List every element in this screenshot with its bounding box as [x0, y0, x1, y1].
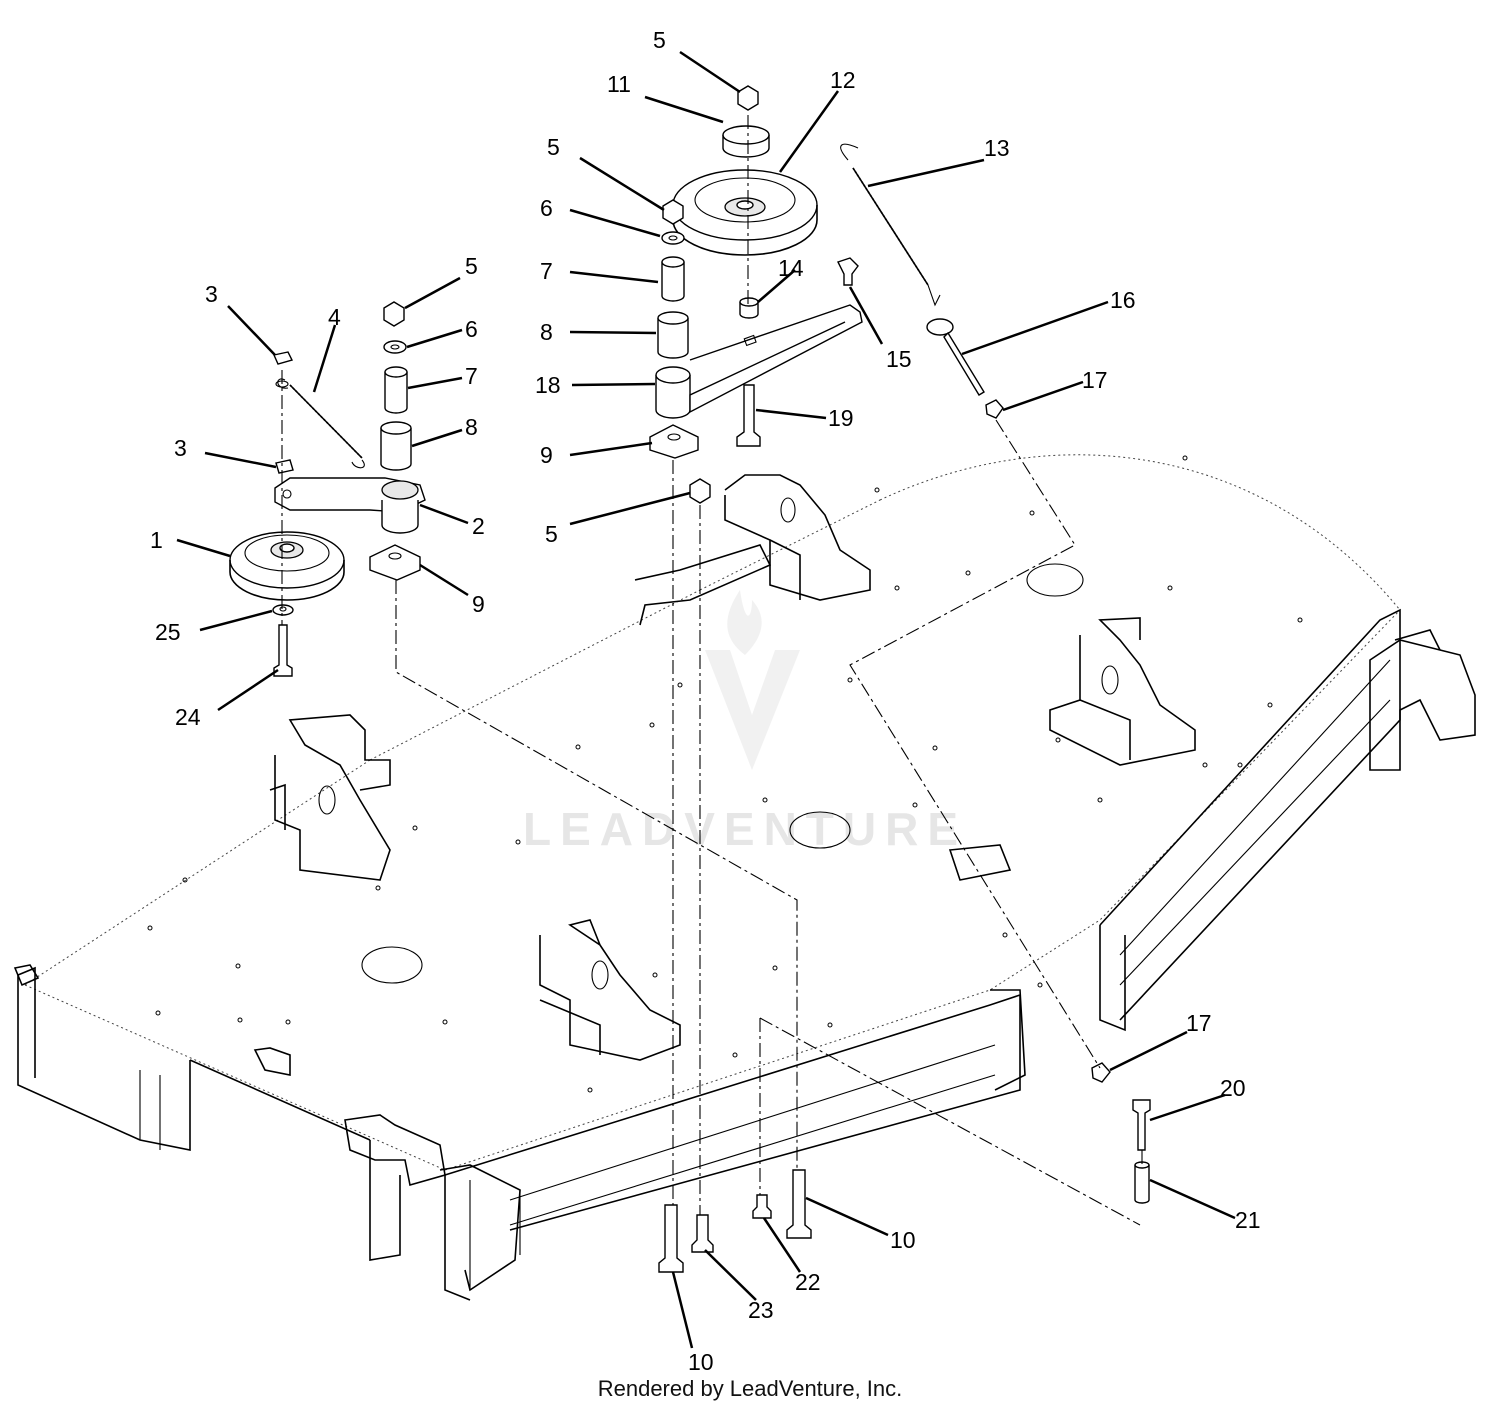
callout-21: 21	[1235, 1207, 1261, 1233]
callout-16: 16	[1110, 287, 1136, 313]
watermark-text: LEADVENTURE	[523, 803, 967, 855]
part-9-square-washer-left	[369, 544, 421, 581]
callout-7-center-stack: 7	[540, 258, 553, 284]
callout-10-left: 10	[688, 1349, 714, 1375]
part-7-spacer-left-stack	[384, 366, 408, 414]
part-25-washer	[272, 604, 294, 616]
callout-3-lower: 3	[174, 435, 187, 461]
spindle-mount-center	[539, 919, 681, 1061]
spindle-hole-right	[1026, 563, 1084, 597]
callout-9-left: 9	[472, 591, 485, 617]
part-23-pin	[691, 1214, 714, 1253]
spindle-mount-left	[269, 714, 391, 881]
idler-arm-right	[689, 304, 863, 414]
callout-5-top: 5	[653, 27, 666, 53]
part-24-bolt	[273, 624, 293, 677]
callout-5-left-stack: 5	[465, 253, 478, 279]
part-1-idler-pulley-left	[229, 531, 345, 601]
watermark-logo	[705, 590, 800, 770]
spindle-mount-rear	[724, 474, 871, 601]
part-13-tension-spring-right	[840, 143, 941, 307]
callout-5-deck: 5	[545, 521, 558, 547]
callout-3-upper: 3	[205, 281, 218, 307]
part-15-stud	[837, 257, 859, 286]
callout-leaders	[176, 50, 1236, 1349]
deck-holes	[147, 455, 1303, 1093]
callout-24: 24	[175, 704, 201, 730]
callout-17-upper: 17	[1082, 367, 1108, 393]
callout-12: 12	[830, 67, 856, 93]
part-5-nut-left-stack	[383, 301, 405, 327]
callout-2: 2	[472, 513, 485, 539]
part-20-bolt	[1132, 1099, 1151, 1151]
callout-6-center-stack: 6	[540, 195, 553, 221]
part-6-washer-left-stack	[383, 340, 407, 354]
callout-4: 4	[328, 304, 341, 330]
part-10-bolt-left	[658, 1204, 684, 1273]
part-5-nut-deck	[689, 478, 711, 504]
part-19-bolt	[736, 384, 761, 447]
callout-11: 11	[607, 71, 631, 97]
callout-25: 25	[155, 619, 181, 645]
callout-14: 14	[778, 255, 804, 281]
part-2-idler-arm	[274, 477, 426, 534]
part-12-pulley-main	[672, 169, 818, 256]
part-3-nut-lower	[275, 459, 294, 474]
part-8-bushing-left-stack	[380, 421, 412, 471]
part-16-eye-bolt	[926, 318, 985, 396]
callout-10-right: 10	[890, 1227, 916, 1253]
part-22-bolt	[752, 1194, 772, 1219]
part-18-pivot-bushing	[655, 366, 691, 419]
part-17-nut-lower	[1091, 1062, 1111, 1083]
part-8-bushing-center-stack	[657, 311, 689, 359]
part-10-bolt-right	[786, 1169, 812, 1239]
part-9-square-washer-center	[649, 424, 699, 459]
callout-8-center-stack: 8	[540, 319, 553, 345]
callout-19: 19	[828, 405, 854, 431]
callout-6-left-stack: 6	[465, 316, 478, 342]
spindle-hole-left	[361, 946, 423, 984]
callout-17-lower: 17	[1186, 1010, 1212, 1036]
callout-23: 23	[748, 1297, 774, 1323]
callout-13: 13	[984, 135, 1010, 161]
mower-deck	[13, 454, 1476, 1301]
callout-labels: 5 11 12 5 13 6 7 14 15 16 8 18 17 19 9 5…	[150, 27, 1261, 1375]
callout-20: 20	[1220, 1075, 1246, 1101]
part-7-spacer-center-stack	[661, 256, 685, 302]
part-4-tension-spring-left	[277, 378, 365, 469]
footer-credit: Rendered by LeadVenture, Inc.	[597, 1376, 903, 1401]
part-5-nut-top	[737, 85, 759, 111]
part-11-cap-washer	[722, 125, 770, 158]
callout-9-center: 9	[540, 442, 553, 468]
assembly-lines	[281, 115, 1143, 1226]
part-14-spacer	[739, 297, 759, 319]
spindle-hole-center	[789, 811, 851, 849]
callout-5-center-stack: 5	[547, 134, 560, 160]
part-5-nut-center-stack	[662, 199, 684, 225]
part-17-nut-upper	[985, 399, 1004, 419]
spindle-mount-right	[1049, 617, 1196, 766]
callout-1: 1	[150, 527, 163, 553]
callout-18: 18	[535, 372, 561, 398]
part-6-washer-center-stack	[661, 231, 685, 245]
callout-8-left-stack: 8	[465, 414, 478, 440]
part-3-nut-upper	[273, 351, 294, 365]
callout-7-left-stack: 7	[465, 363, 478, 389]
callout-15: 15	[886, 346, 912, 372]
callout-22: 22	[795, 1269, 821, 1295]
part-21-spacer	[1134, 1161, 1150, 1204]
